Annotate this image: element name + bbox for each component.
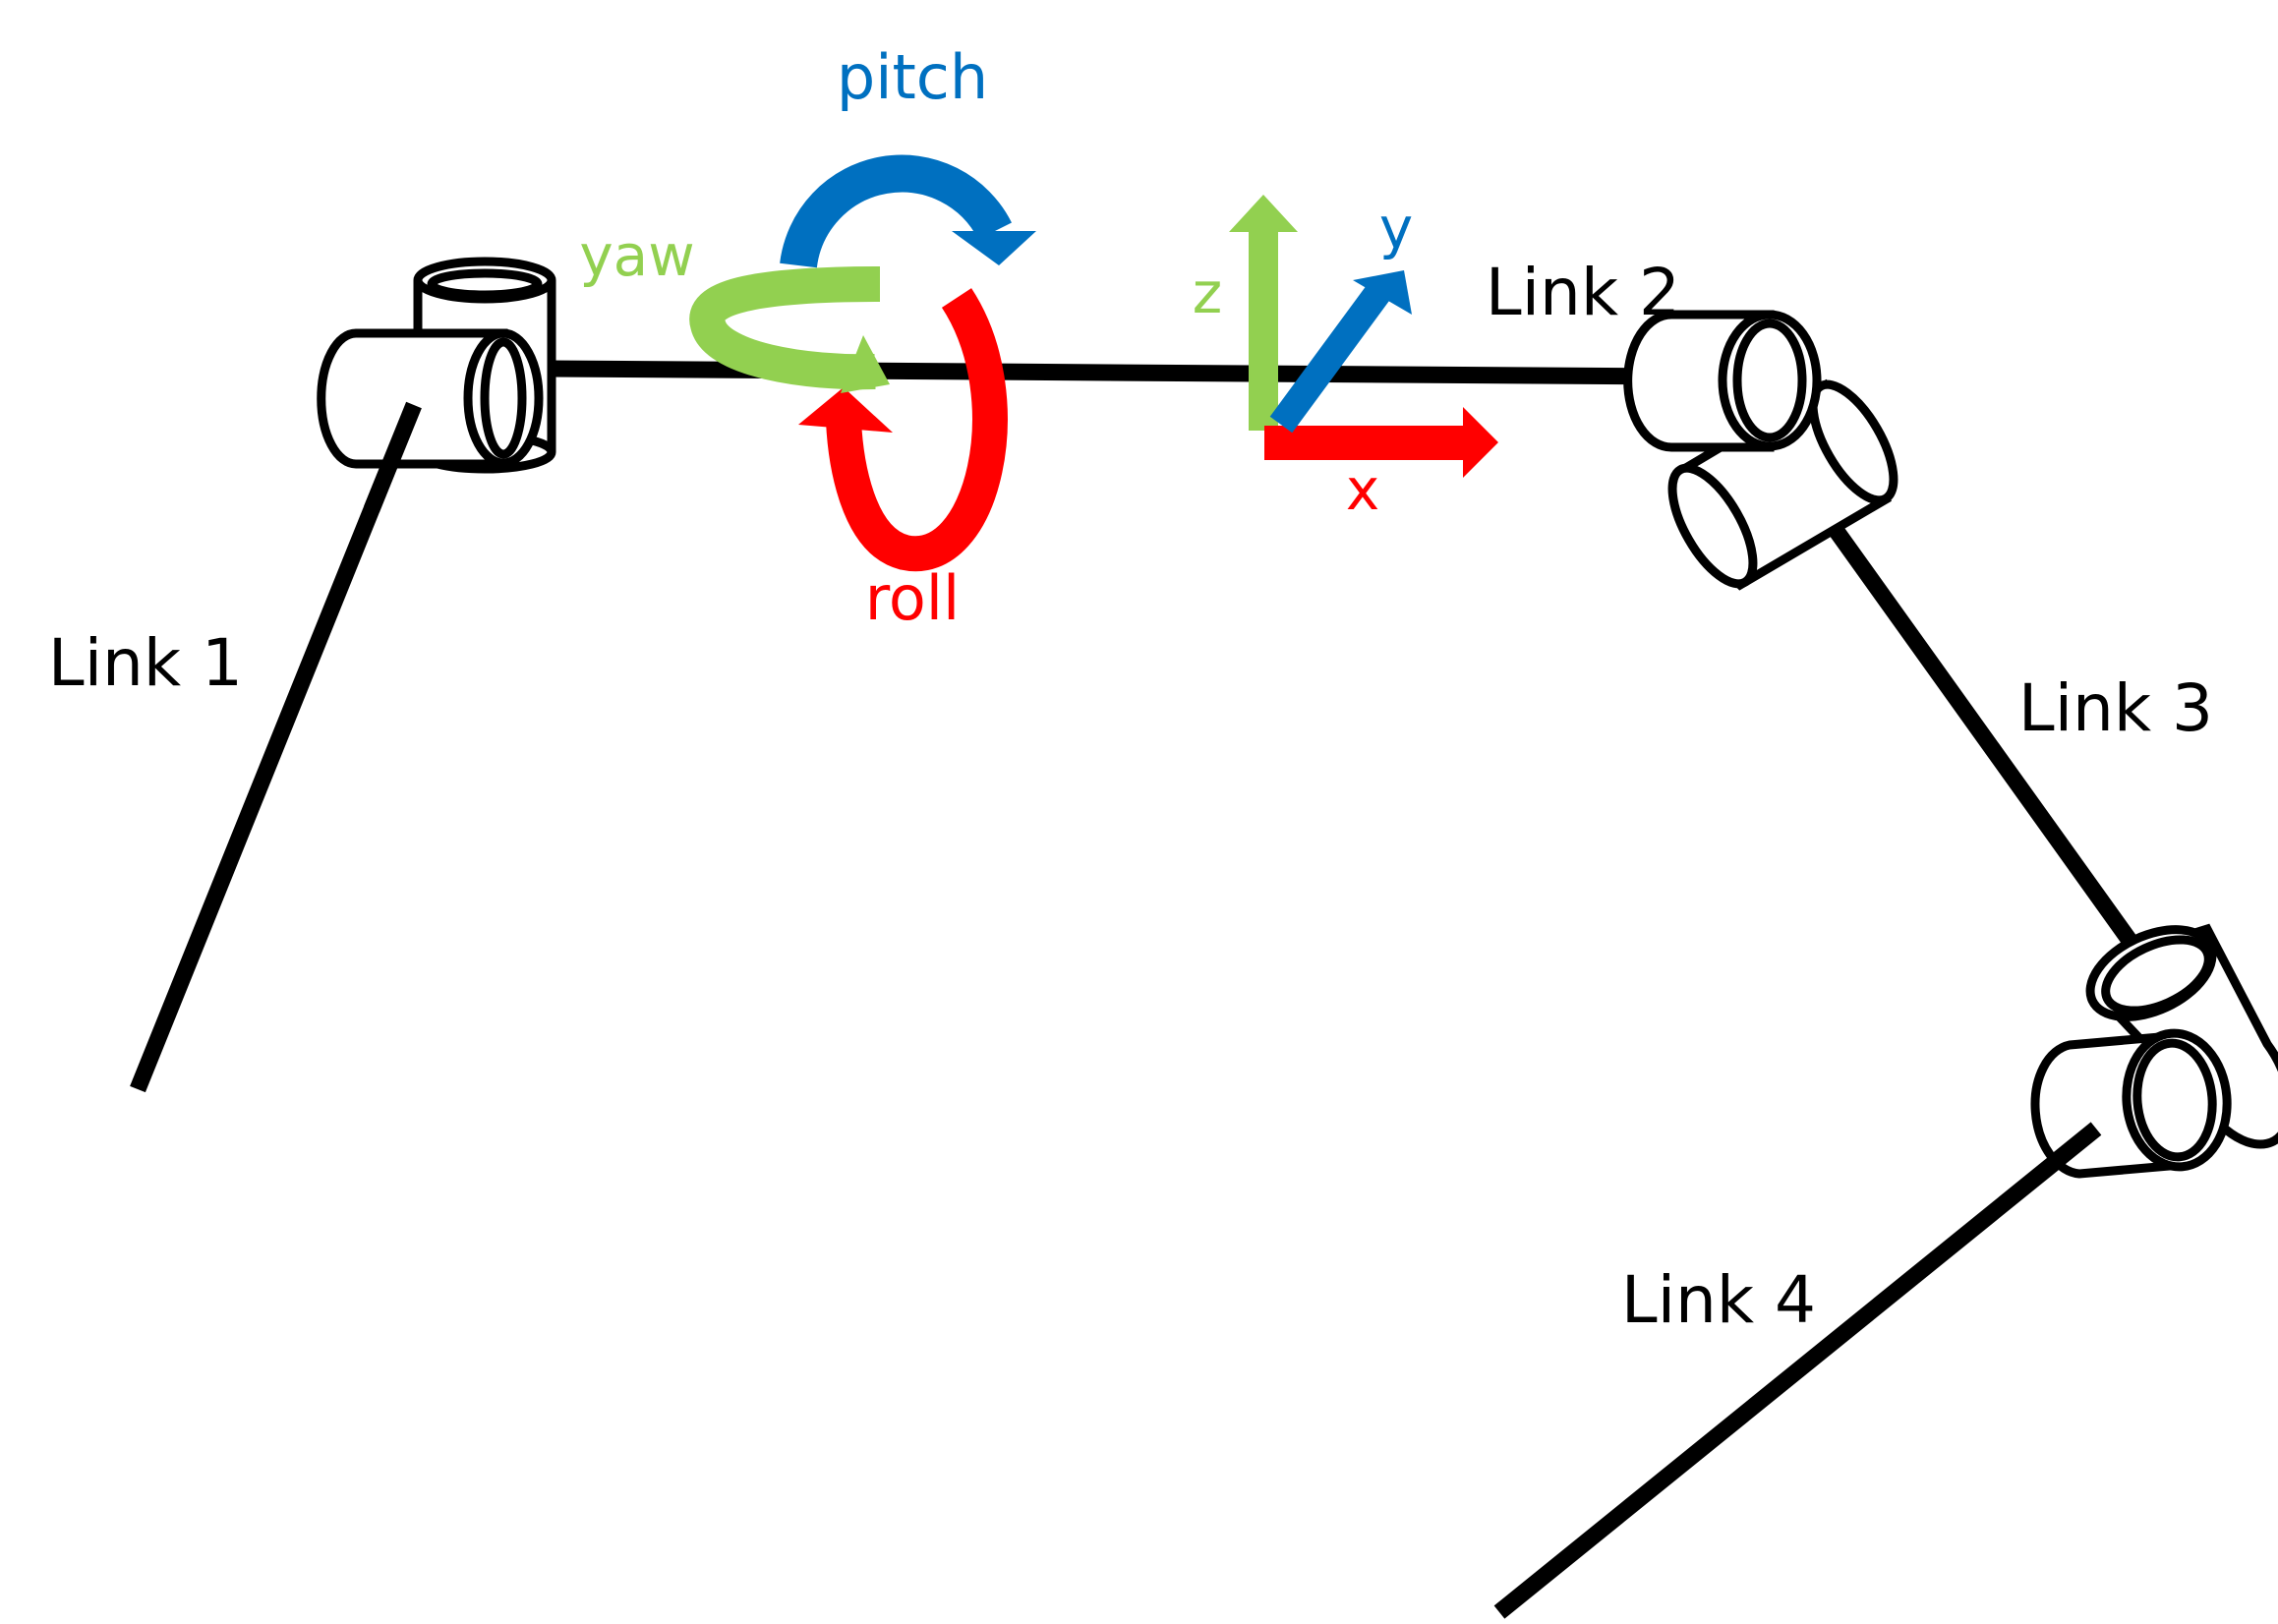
yaw-arrow: [689, 266, 890, 393]
axis-z-label: z: [1193, 260, 1222, 326]
link-1-label: Link 1: [48, 625, 243, 701]
x-axis-shaft: [1264, 426, 1466, 460]
y-axis-arrowhead-icon: [1353, 270, 1412, 315]
link-4-rod: [1493, 1124, 2100, 1619]
roll-label: roll: [865, 562, 961, 634]
link-1-rod: [130, 403, 421, 1093]
joint-2-horizontal-face-inner: [1732, 319, 1807, 442]
link-3-rod: [1794, 477, 2142, 954]
joint-2: [1623, 310, 1898, 591]
z-axis-shaft: [1249, 232, 1278, 431]
joint-3-angled-top-inner: [2101, 935, 2213, 1015]
yaw-arrowhead-icon: [841, 335, 890, 393]
z-axis-arrowhead-icon: [1229, 195, 1298, 232]
axis-x-label: x: [1346, 456, 1379, 523]
link-2-rod: [550, 360, 1680, 385]
axis-y-label: y: [1379, 195, 1413, 261]
yaw-arc: [689, 266, 881, 390]
link-4-label: Link 4: [1621, 1262, 1816, 1338]
link-2-label: Link 2: [1486, 255, 1680, 330]
joint-2-angled-near: [1667, 463, 1758, 589]
pitch-arc: [780, 154, 1012, 268]
coordinate-frame: [1229, 195, 1498, 478]
pitch-arrowhead-icon: [952, 231, 1036, 265]
joint-3: [2030, 923, 2278, 1179]
pitch-arrow: [780, 154, 1036, 268]
roll-arrow: [798, 288, 1008, 572]
joint-1-horizontal-face: [463, 328, 544, 468]
joint-3-horizontal-face-inner: [2132, 1038, 2217, 1162]
labels: pitch yaw roll z y x Link 1 Link 2 Link …: [48, 41, 2213, 1338]
roll-arc: [826, 288, 1008, 572]
link-1-rod-top: [364, 401, 422, 513]
link-4-rod-top: [2049, 1122, 2102, 1169]
link-3-label: Link 3: [2018, 670, 2213, 746]
yaw-label: yaw: [579, 222, 694, 289]
joint-1: [317, 257, 556, 474]
pitch-label: pitch: [837, 41, 988, 113]
roll-arrowhead-icon: [798, 387, 893, 433]
y-axis-shaft: [1269, 282, 1391, 434]
x-axis-arrowhead-icon: [1463, 407, 1498, 478]
joint-1-vertical-top-inner: [427, 268, 543, 300]
joint-1-horizontal-face-inner: [480, 337, 527, 459]
links: [130, 360, 2142, 1619]
joint-1-horizontal-body: [317, 328, 508, 469]
